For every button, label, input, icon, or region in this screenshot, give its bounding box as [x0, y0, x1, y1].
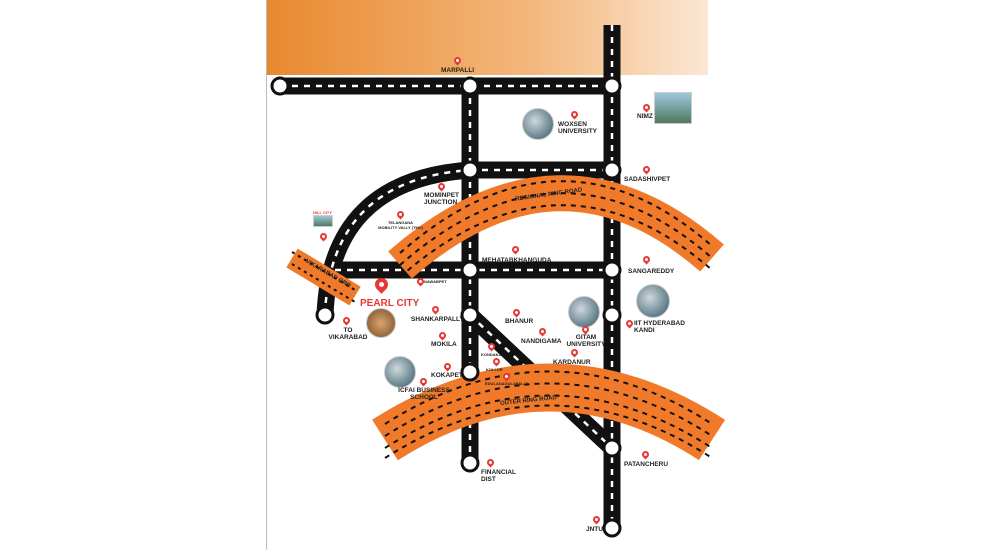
nandigama-label: NANDIGAMA: [521, 338, 562, 345]
financial-dist-label: FINANCIAL DIST: [481, 469, 516, 483]
iith-photo: [636, 284, 670, 318]
edulanagulapally-label: EDULANAGULAPALLY: [485, 381, 529, 386]
shankarpally-label: SHANKARPALLY: [411, 316, 464, 323]
pearl-city-photo: [366, 308, 396, 338]
kokapet-label: KOKAPET: [431, 372, 463, 379]
outer-ring-road: [372, 363, 726, 461]
bhanur-label: BHANUR: [505, 318, 534, 325]
gitam-label: GITAM UNIVERSITY: [566, 334, 606, 348]
kondakal-label: KONDAKAL: [481, 352, 504, 357]
header-banner: [267, 0, 708, 75]
kardanur-label: KARDANUR: [553, 359, 591, 366]
jntu-label: JNTU: [586, 526, 603, 533]
icfai-label: ICFAI BUSINESS SCHOOL: [398, 387, 450, 401]
hillcity-photo: [313, 215, 333, 227]
nimz-photo: [654, 92, 692, 124]
mokila-label: MOKILA: [431, 341, 457, 348]
mehatab-label: MEHATABKHANGUDA: [482, 257, 552, 264]
vikarabad-road: [286, 248, 361, 306]
marpalli-label: MARPALLI: [441, 67, 475, 74]
kollur-label: KOLLUR: [486, 367, 503, 372]
regional-ring-road: [388, 175, 724, 279]
iith-label: IIT HYDERABAD KANDI: [634, 320, 685, 334]
nimz-label: NIMZ: [637, 113, 653, 120]
woxsen-photo: [522, 108, 554, 140]
sadashivpet-label: SADASHIVPET: [624, 176, 671, 183]
patancheru-label: PATANCHERU: [624, 461, 669, 468]
hillcity-label: HILL CITY: [313, 210, 333, 215]
mominpet-label: MOMINPET JUNCTION: [424, 192, 460, 206]
junction-nodes: [270, 76, 622, 538]
tmv-label: TELANGANA MOBILITY VALLY (TMV): [378, 220, 423, 230]
sangareddy-label: SANGAREDDY: [628, 268, 675, 275]
nawabpet-label: NAWABPET: [424, 279, 447, 284]
icfai-photo: [384, 356, 416, 388]
pearl-city-label: PEARL CITY: [360, 298, 420, 309]
gitam-photo: [568, 296, 600, 328]
vikarabad-label: TO VIKARABAD: [328, 327, 368, 341]
woxsen-label: WOXSEN UNIVERSITY: [558, 121, 598, 135]
page-edge: [266, 0, 267, 550]
